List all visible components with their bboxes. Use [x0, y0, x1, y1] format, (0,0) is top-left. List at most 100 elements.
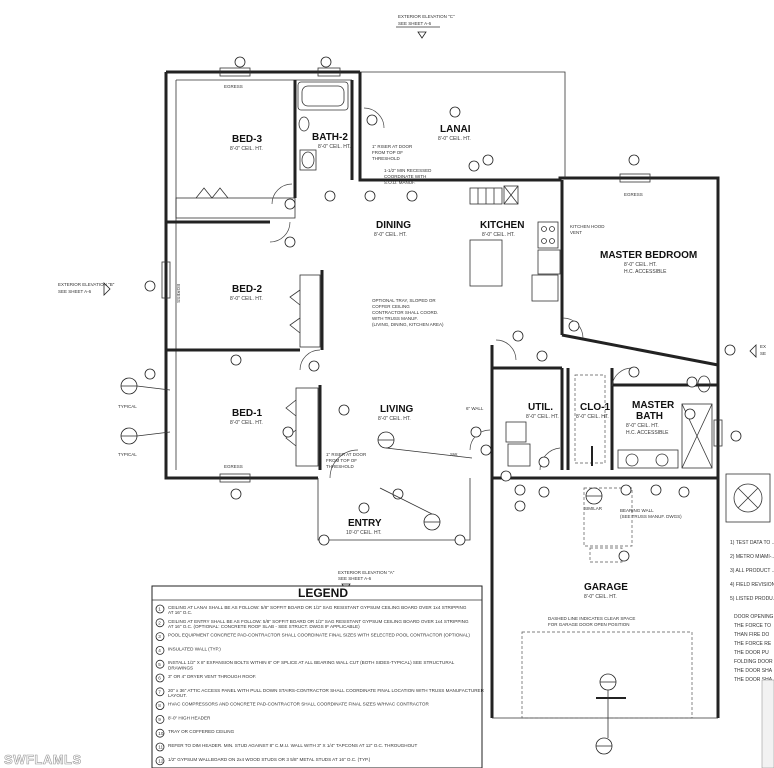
riser-bath-line3: THRESHOLD [372, 156, 401, 161]
fixtures [297, 81, 771, 523]
door-note-line: THE FORCE TO [734, 623, 771, 629]
legend-item-text: AT 16" O.C. [168, 610, 192, 615]
room-dining-name: DINING [376, 220, 411, 231]
legend-item-text: 3" OR 4" DRYER VENT THROUGH ROOF. [168, 674, 256, 679]
watermark: SWFLAMLS [4, 752, 82, 767]
room-bed3-name: BED-3 [232, 134, 262, 145]
hood-line1: KITCHEN HOOD [570, 224, 605, 229]
room-master-note: H.C. ACCESSIBLE [624, 269, 667, 275]
legend-item-text: 20" x 36" ATTIC ACCESS PANEL WITH PULL D… [168, 688, 485, 693]
egress-bed1: EGRESS [224, 464, 243, 469]
recessed-line3: S.O.D. MANUF. [384, 180, 416, 185]
elevation-b-line2: SEE SHEET A-6 [58, 289, 92, 294]
tray-line5: (LIVING, DINING, KITCHEN AREA) [372, 322, 444, 327]
legend-item-text: CEILING AT ENTRY SHALL BE AS FOLLOW: 5/8… [168, 619, 469, 624]
legend-marker [155, 618, 165, 628]
room-clo1-name: CLO-1 [580, 402, 610, 413]
legend-number: 2 [158, 620, 161, 625]
elevation-d-line1: EX [760, 344, 766, 349]
closets [175, 187, 321, 467]
room-util-name: UTIL. [528, 402, 553, 413]
legend-marker [155, 659, 165, 669]
room-bed2-ceiling: 8'-0" CEIL. HT. [230, 296, 263, 302]
room-lanai-ceiling: 8'-0" CEIL. HT. [438, 136, 471, 142]
room-garage-ceiling: 8'-0" CEIL. HT. [584, 594, 617, 600]
door-note-line: THE FORCE RE [734, 641, 772, 647]
egress-master: EGRESS [624, 192, 643, 197]
door-note-line: FOLDING DOOR [734, 659, 773, 665]
room-garage-name: GARAGE [584, 582, 628, 593]
room-living-name: LIVING [380, 404, 414, 415]
room-dining-ceiling: 8'-0" CEIL. HT. [374, 232, 407, 238]
room-clo1-ceiling: 8'-0" CEIL. HT. [576, 414, 609, 420]
room-living-ceiling: 8'-0" CEIL. HT. [378, 416, 411, 422]
note-item: 5) LISTED PRODU... TESTING COM... [730, 596, 774, 602]
elevation-a-line1: EXTERIOR ELEVATION "A" [338, 570, 395, 575]
dashed-line1: DASHED LINE INDICATES CLEAR SPACE [548, 616, 635, 621]
room-master-name: MASTER BEDROOM [600, 250, 697, 261]
legend-number: 8 [158, 703, 161, 708]
room-entry-name: ENTRY [348, 518, 382, 529]
garage-door-zone [521, 446, 693, 719]
elevation-c-line1: EXTERIOR ELEVATION "C" [398, 14, 455, 19]
riser-entry-line1: 1" RISER AT DOOR [326, 452, 367, 457]
legend-number: 12 [158, 758, 164, 763]
annotations: 1" RISER AT DOOR FROM TOP OF THRESHOLD 1… [118, 144, 682, 627]
similar-label: SIMILAR [584, 506, 603, 511]
note-item: 3) ALL PRODUCT ... [730, 568, 774, 574]
door-note-line: THE DOOR PU [734, 650, 769, 656]
legend-marker [155, 715, 165, 724]
hood-line2: VENT [570, 230, 582, 235]
legend-item-text: CEILING AT LANAI SHALL BE AS FOLLOW: 5/8… [168, 605, 467, 610]
tray-line3: CONTRACTOR SHALL COORD. [372, 310, 438, 315]
room-bath2-name: BATH-2 [312, 132, 348, 143]
legend-number: 4 [158, 648, 161, 653]
legend-number: 3 [158, 634, 161, 639]
room-bath2-ceiling: 8'-0" CEIL. HT. [318, 144, 351, 150]
elevation-d-marker: EX SE [749, 344, 766, 358]
legend-marker [155, 756, 165, 766]
elevation-c-marker: EXTERIOR ELEVATION "C" SEE SHEET A-6 [396, 14, 455, 39]
room-bed3-ceiling: 8'-0" CEIL. HT. [230, 146, 263, 152]
legend-number: 1 [158, 607, 161, 612]
room-masterbath-name: MASTER [632, 400, 675, 411]
legend-item-text: INSTALL 1/2" X 8" EXPANSION BOLTS WITHIN… [168, 660, 455, 665]
room-masterbath-ceiling: 8'-0" CEIL. HT. [626, 423, 659, 429]
elevation-b-line1: EXTERIOR ELEVATION "B" [58, 282, 115, 287]
riser-bath-line2: FROM TOP OF [372, 150, 403, 155]
riser-entry-line2: FROM TOP OF [326, 458, 357, 463]
door-note-line: THE DOOR SHA [734, 677, 773, 683]
recessed-line2: COORDINATE WITH [384, 174, 426, 179]
tray-line2: COFFER CEILING [372, 304, 410, 309]
room-entry-ceiling: 10'-0" CEIL. HT. [346, 530, 382, 536]
legend-marker [155, 632, 165, 641]
legend-item-text: 1/2" GYPSUM WALLBOARD ON 2x4 WOOD STUDS … [168, 757, 371, 762]
tray-line4: WITH TRUSS MANUF. [372, 316, 418, 321]
typical-label-2: TYPICAL [118, 452, 137, 457]
room-lanai-name: LANAI [440, 124, 471, 135]
walls [164, 70, 720, 719]
legend-item-text: TRAY OR COFFERED CEILING [168, 729, 235, 734]
bearing-line2: (SEE TRUSS MANUF. DWGS) [620, 514, 682, 519]
riser-bath-line1: 1" RISER AT DOOR [372, 144, 413, 149]
tray-line1: OPTIONAL TRAY, SLOPED OR [372, 298, 436, 303]
recessed-line1: 1-1/2" MIN RECESSED [384, 168, 432, 173]
legend-marker [155, 673, 165, 683]
egress-bed3: EGRESS [224, 84, 243, 89]
bearing-line1: BEARING WALL [620, 508, 654, 513]
elevation-d-line2: SE [760, 351, 766, 356]
room-util-ceiling: 8'-0" CEIL. HT. [526, 414, 559, 420]
legend-item-text: LAYOUT. [168, 693, 187, 698]
elevation-a-line2: SEE SHEET A-6 [338, 576, 372, 581]
legend-number: 10 [158, 731, 164, 736]
room-bed1-name: BED-1 [232, 408, 262, 419]
sw-label: SW. [450, 452, 458, 457]
egress-bed2: EGRESS [176, 284, 181, 303]
legend-marker [155, 728, 165, 738]
notes-panel: 1) TEST DATA TO ... FOR ALL EXTE...2) ME… [730, 540, 774, 768]
windows [161, 67, 723, 483]
detail-bubbles [120, 56, 742, 755]
riser-entry-line3: THRESHOLD [326, 464, 355, 469]
